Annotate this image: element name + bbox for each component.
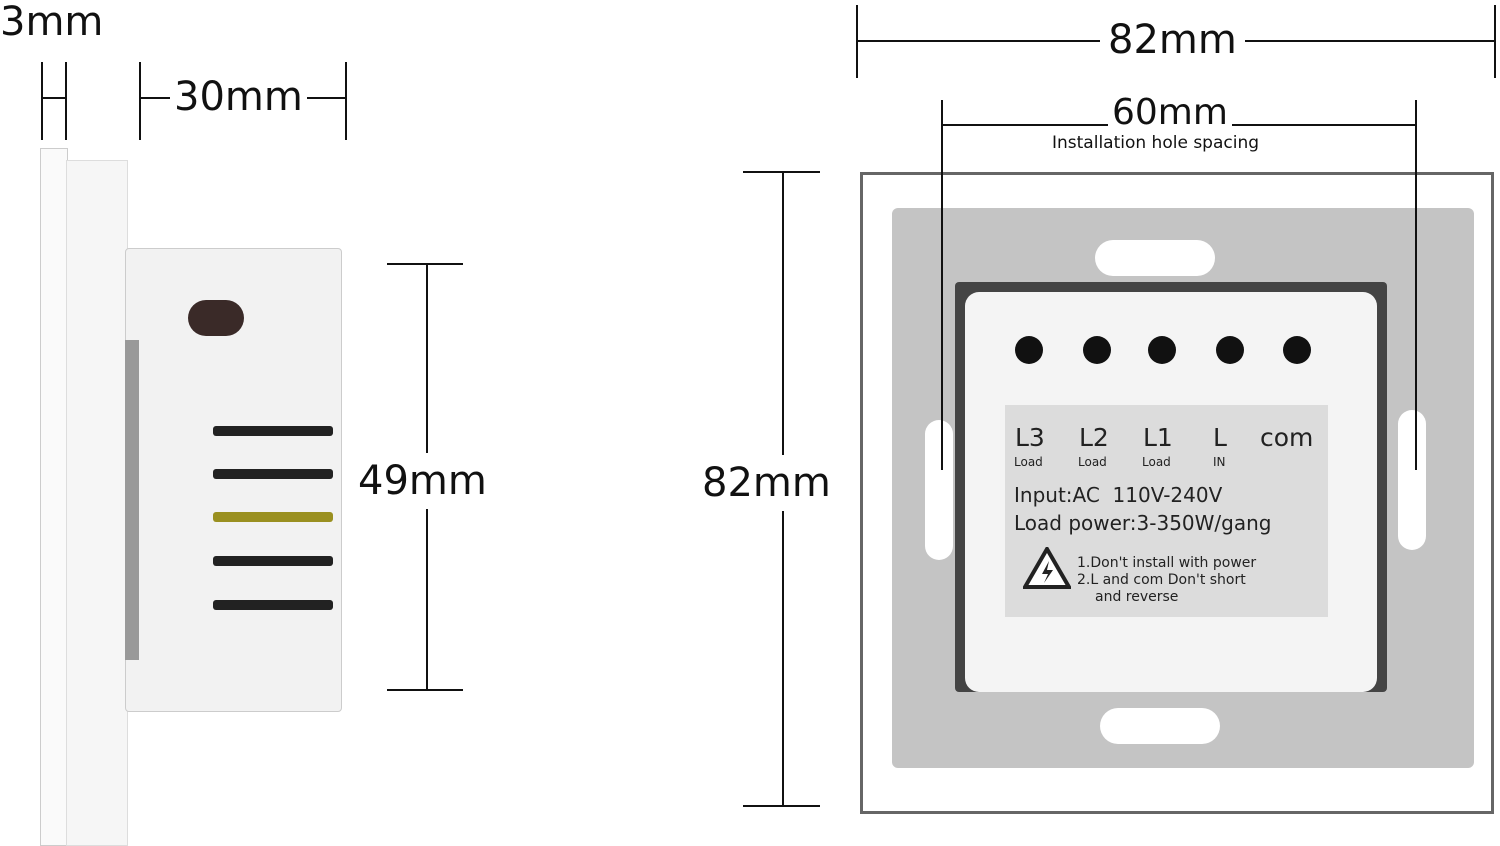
terminal-l2: L2 [1079,423,1109,452]
terminal-l3: L3 [1015,423,1045,452]
dim-line [743,171,820,173]
warning-line-1: 1.Don't install with power [1077,555,1257,571]
screw-slot-top [1095,240,1215,276]
dim-label-width: 82mm [1100,18,1245,62]
dim-line [387,689,463,691]
terminal-hole [1283,336,1311,364]
vent-slot [213,600,333,610]
dim-label-hole-spacing: 60mm [1108,94,1232,132]
side-view-body-shade [125,340,139,660]
terminal-l1-sub: Load [1142,455,1171,469]
high-voltage-warning-icon [1023,547,1071,589]
side-view-plate-edge [66,160,128,846]
hole-spacing-caption: Installation hole spacing [1052,133,1260,153]
dim-line [345,62,347,140]
dim-line [41,62,43,140]
dim-label-height-side: 49mm [352,453,493,509]
input-spec: Input:AC 110V-240V [1014,483,1223,507]
side-view-front-plate [40,148,68,846]
vent-slot [213,512,333,522]
dim-line [1415,100,1417,470]
terminal-com: com [1260,423,1314,452]
dim-label-depth: 30mm [170,75,307,119]
side-view-hole [188,300,244,336]
dim-line [941,100,943,470]
load-power-spec: Load power:3-350W/gang [1014,511,1272,535]
terminal-hole [1083,336,1111,364]
dim-line [139,62,141,140]
dim-line [387,263,463,265]
dim-line [41,97,67,99]
terminal-hole [1148,336,1176,364]
dim-label-plate-thickness: 3mm [0,0,104,45]
terminal-l3-sub: Load [1014,455,1043,469]
dim-label-height-back: 82mm [696,455,837,511]
vent-slot [213,469,333,479]
vent-slot [213,426,333,436]
warning-line-2: 2.L and com Don't short [1077,572,1246,588]
terminal-l-sub: IN [1213,455,1226,469]
screw-slot-left [925,420,953,560]
spec-label: L3 Load L2 Load L1 Load L IN com Input:A… [1005,405,1328,617]
terminal-l1: L1 [1143,423,1173,452]
terminal-hole [1015,336,1043,364]
terminal-l2-sub: Load [1078,455,1107,469]
screw-slot-right [1398,410,1426,550]
terminal-l: L [1213,423,1227,452]
dim-line [65,62,67,140]
screw-slot-bottom [1100,708,1220,744]
dim-line [743,805,820,807]
warning-line-3: and reverse [1095,589,1179,605]
terminal-hole [1216,336,1244,364]
vent-slot [213,556,333,566]
